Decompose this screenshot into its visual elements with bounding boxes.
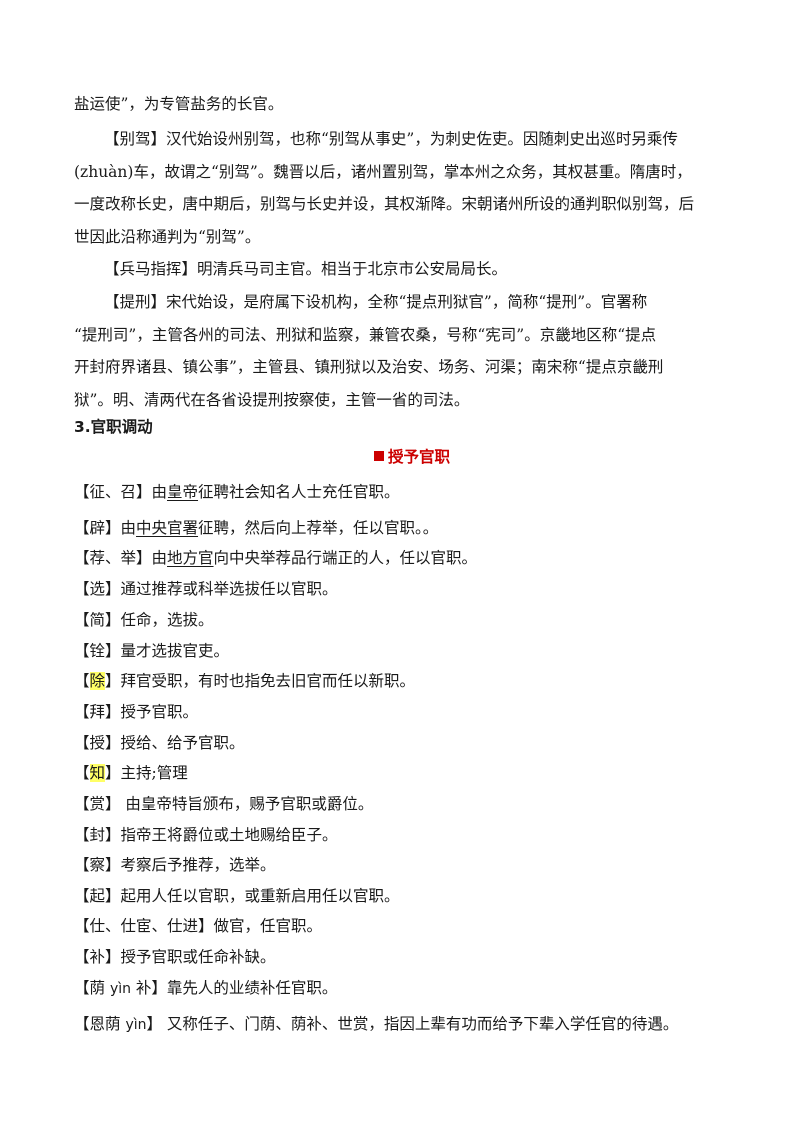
entry-shou: 【授】授给、给予官职。 xyxy=(74,734,245,752)
biejia-line-2: (zhuàn)车，故谓之“别驾”。魏晋以后，诸州置别驾，掌本州之众务，其权甚重。… xyxy=(74,163,692,181)
entry-zheng: 【征、召】由皇帝征聘社会知名人士充任官职。 xyxy=(74,481,400,503)
entry-jian2: 【简】任命，选拔。 xyxy=(74,611,214,629)
entry-quan: 【铨】量才选拔官吏。 xyxy=(74,642,230,660)
biejia-line-1: 【别驾】汉代始设州别驾，也称“别驾从事史”，为刺史佐吏。因随刺史出巡时另乘传 xyxy=(104,130,678,148)
intro-line: 盐运使”，为专管盐务的长官。 xyxy=(74,95,284,113)
entry-feng: 【封】指帝王将爵位或土地赐给臣子。 xyxy=(74,826,338,844)
biejia-line-4: 世因此沿称通判为“别驾”。 xyxy=(74,228,261,246)
underlined-term: 地方官 xyxy=(167,549,214,567)
tixing-line-4: 狱”。明、清两代在各省设提刑按察使，主管一省的司法。 xyxy=(74,391,470,409)
entry-yinbu: 【荫 yìn 补】靠先人的业绩补任官职。 xyxy=(74,977,337,1000)
entry-text: 征聘，然后向上荐举，任以官职。。 xyxy=(198,519,439,537)
entry-text: 征聘社会知名人士充任官职。 xyxy=(198,483,400,501)
highlighted-term: 知 xyxy=(89,764,106,782)
highlighted-term: 除 xyxy=(89,672,106,690)
pinyin: yìn xyxy=(125,1017,147,1033)
entry-chu: 【除】拜官受职，有时也指免去旧官而任以新职。 xyxy=(74,670,415,692)
section-title: 3.官职调动 xyxy=(74,418,153,436)
entry-text: 【辟】由 xyxy=(74,519,137,537)
entry-jian: 【荐、举】由地方官向中央举荐品行端正的人，任以官职。 xyxy=(74,547,477,569)
entry-text: 】拜官受职，有时也指免去旧官而任以新职。 xyxy=(105,672,416,690)
pinyin: yìn xyxy=(109,981,131,997)
entry-text: 【征、召】由 xyxy=(74,483,168,501)
entry-text: 】主持;管理 xyxy=(105,764,188,782)
entry-text: 【恩荫 xyxy=(74,1015,126,1033)
entry-enyin: 【恩荫 yìn】 又称任子、门荫、荫补、世赏，指因上辈有功而给予下辈入学任官的待… xyxy=(74,1013,678,1036)
tixing-line-3: 开封府界诸县、镇公事”，主管县、镇刑狱以及治安、场务、河渠；南宋称“提点京畿刑 xyxy=(74,358,664,376)
underlined-term: 皇帝 xyxy=(167,483,199,501)
sub-heading-text: 授予官职 xyxy=(388,448,451,466)
tixing-line-1: 【提刑】宋代始设，是府属下设机构，全称“提点刑狱官”，简称“提刑”。官署称 xyxy=(104,293,648,311)
entry-shang: 【赏】 由皇帝特旨颁布，赐予官职或爵位。 xyxy=(74,795,374,813)
entry-bai: 【拜】授予官职。 xyxy=(74,703,199,721)
entry-text: 】 又称任子、门荫、荫补、世赏，指因上辈有功而给予下辈入学任官的待遇。 xyxy=(146,1015,679,1033)
entry-zhi: 【知】主持;管理 xyxy=(74,762,188,784)
entry-cha: 【察】考察后予推荐，选举。 xyxy=(74,856,276,874)
biejia-line-3: 一度改称长史，唐中期后，别驾与长史并设，其权渐降。宋朝诸州所设的通判职似别驾，后 xyxy=(74,195,695,213)
tixing-line-2: “提刑司”，主管各州的司法、刑狱和监察，兼管农桑，号称“宪司”。京畿地区称“提点 xyxy=(74,326,657,344)
entry-qi: 【起】起用人任以官职，或重新启用任以官职。 xyxy=(74,887,400,905)
entry-text: 向中央举荐品行端正的人，任以官职。 xyxy=(213,549,478,567)
bracket: 【 xyxy=(74,672,90,690)
sub-heading: 授予官职 xyxy=(374,446,450,468)
underlined-term: 中央官署 xyxy=(136,519,199,537)
bracket: 【 xyxy=(74,764,90,782)
entry-text: 【荫 xyxy=(74,979,110,997)
entry-xuan: 【选】通过推荐或科举选拔任以官职。 xyxy=(74,580,338,598)
red-square-icon xyxy=(374,451,384,461)
entry-shi: 【仕、仕宦、仕进】做官，任官职。 xyxy=(74,917,323,935)
entry-text: 【荐、举】由 xyxy=(74,549,168,567)
entry-bi: 【辟】由中央官署征聘，然后向上荐举，任以官职。。 xyxy=(74,517,438,539)
entry-bu: 【补】授予官职或任命补缺。 xyxy=(74,948,276,966)
bingma-line: 【兵马指挥】明清兵马司主官。相当于北京市公安局局长。 xyxy=(104,260,508,278)
entry-text: 补】靠先人的业绩补任官职。 xyxy=(131,979,338,997)
